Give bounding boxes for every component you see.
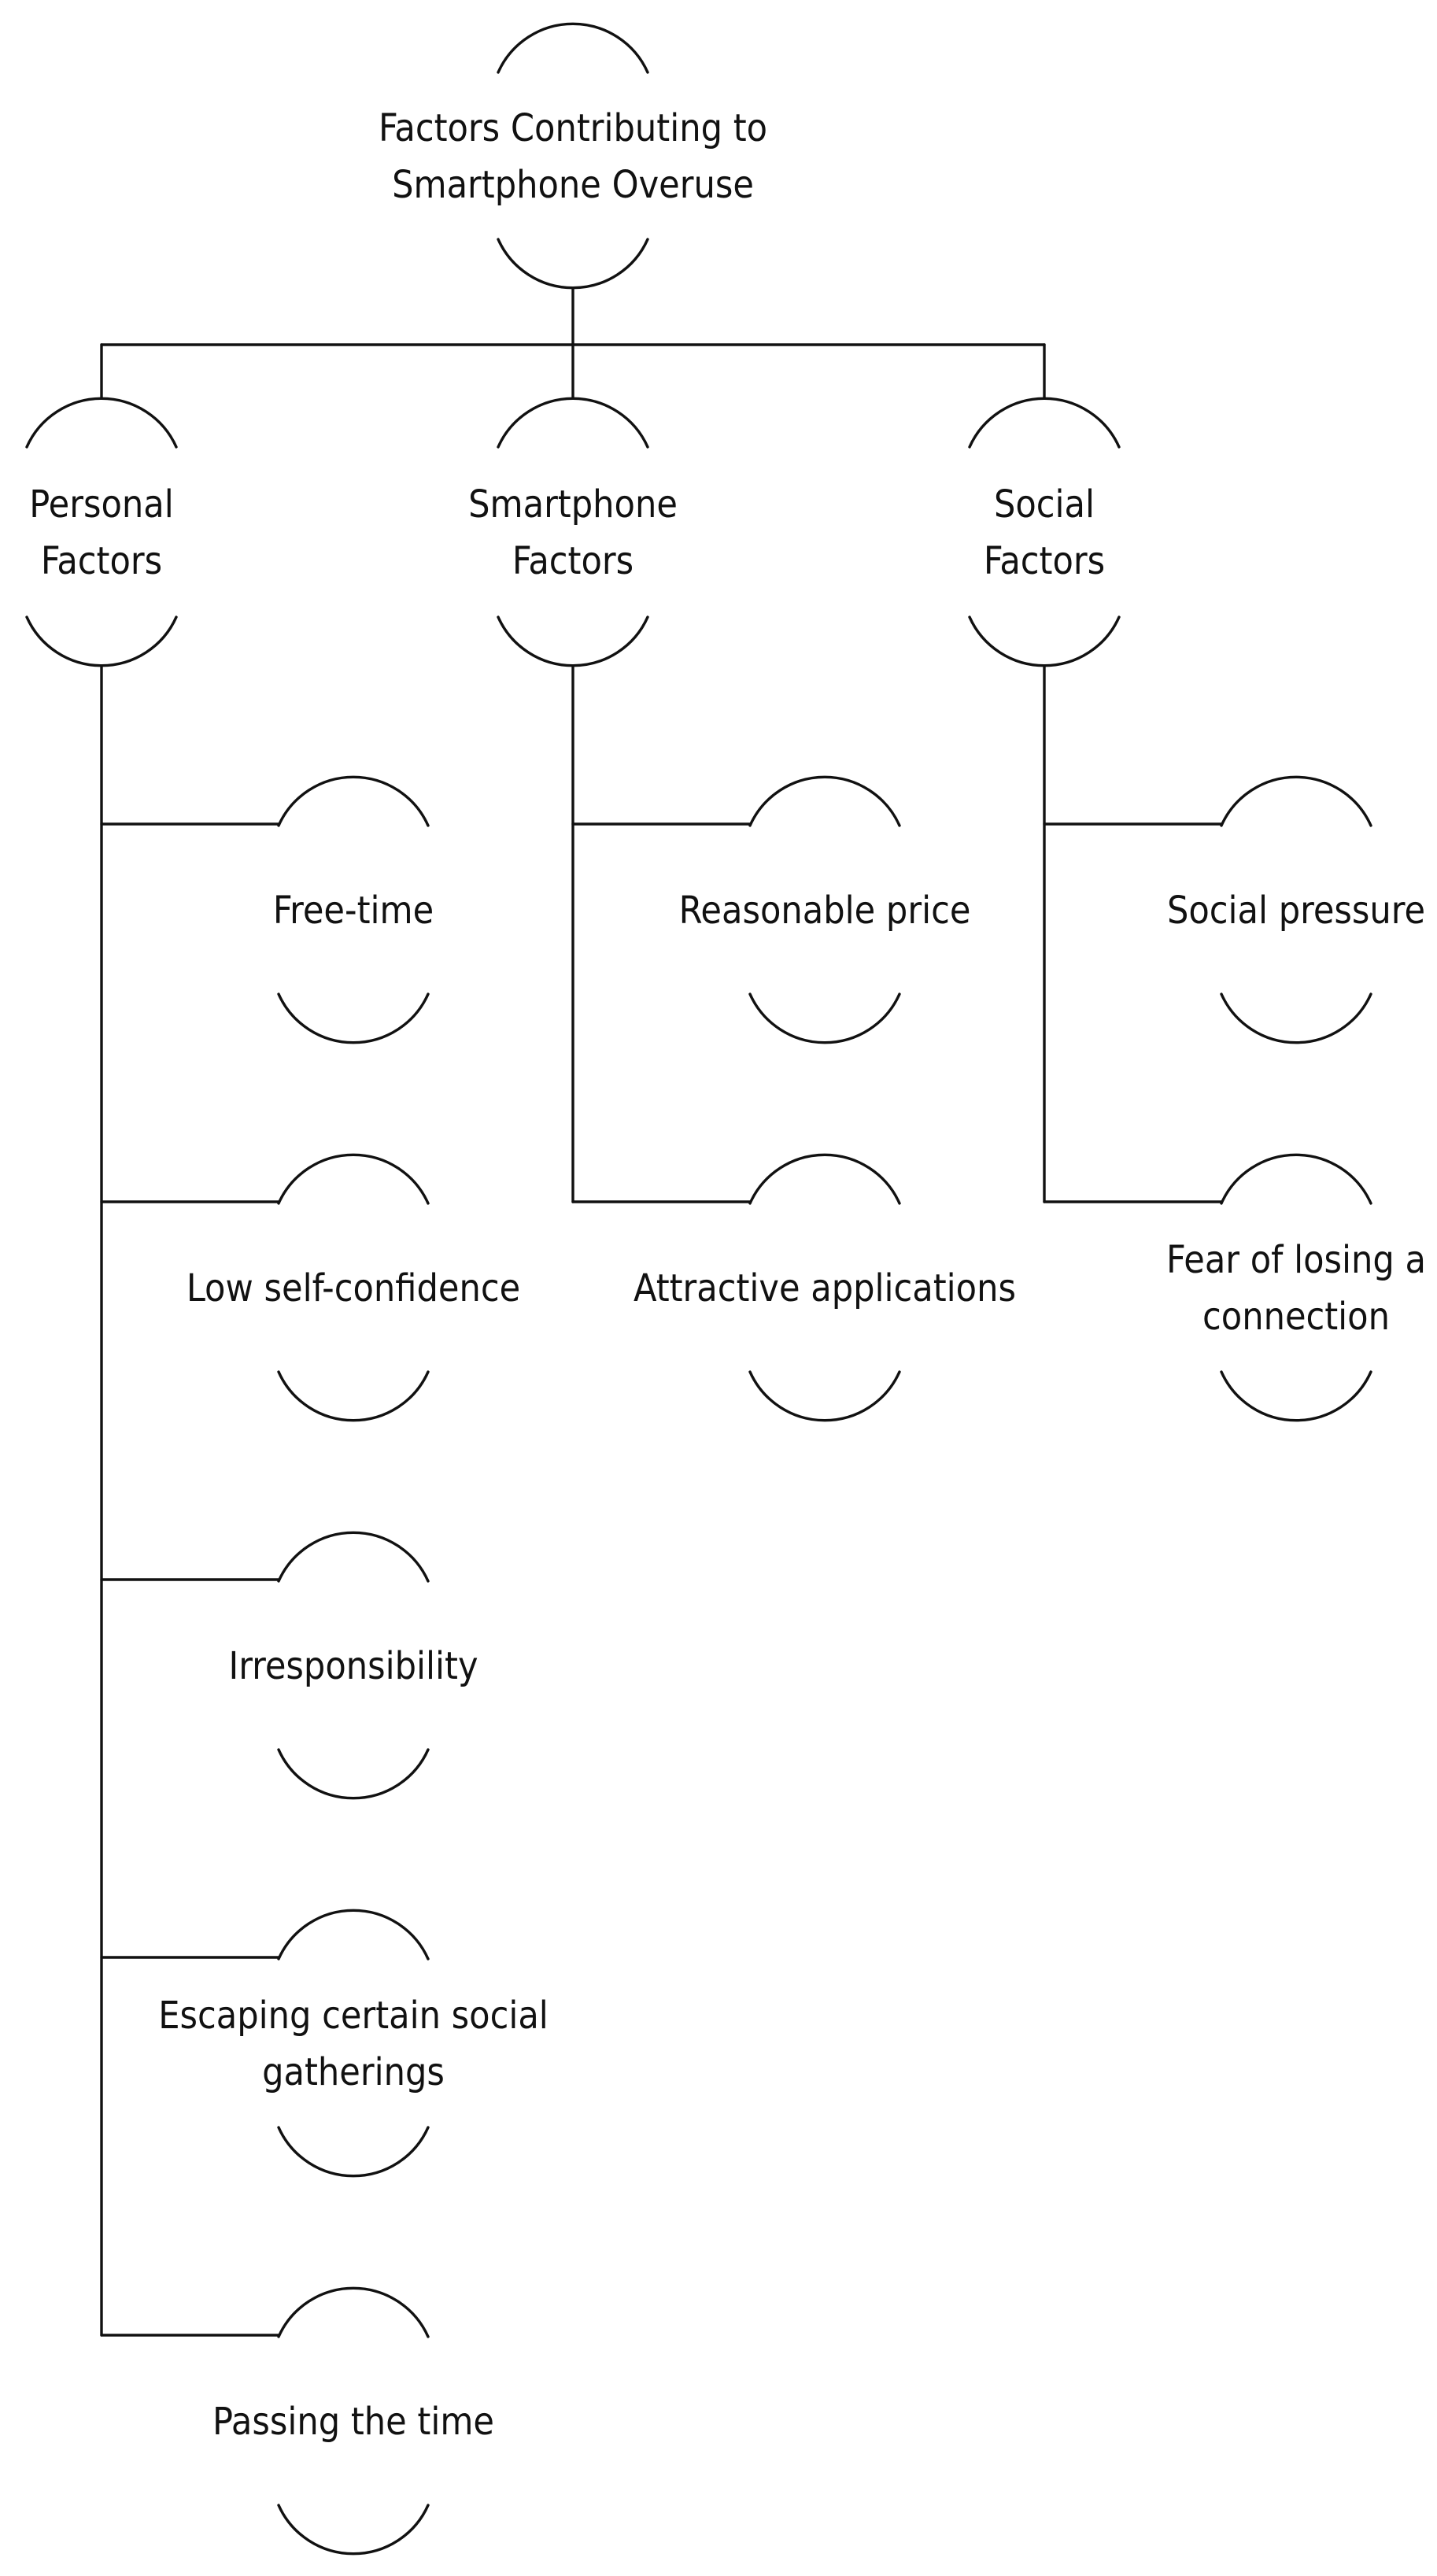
node-label-line: Free-time: [273, 889, 434, 933]
node-label-line: Passing the time: [212, 2400, 494, 2444]
child-node-social-0: Social pressure: [1167, 775, 1425, 1044]
node-label-line: Escaping certain social: [158, 1994, 549, 2038]
node-top-arc: [1220, 775, 1372, 827]
child-node-personal-0: Free-time: [273, 775, 434, 1044]
root-node: Factors Contributing to Smartphone Overus…: [379, 22, 767, 290]
node-top-arc: [25, 397, 178, 449]
node-label-line: Fear of losing a: [1166, 1238, 1426, 1282]
node-label-line: Factors: [512, 539, 634, 583]
node-label-line: Irresponsibility: [229, 1644, 478, 1688]
node-top-arc: [748, 775, 901, 827]
node-label-line: connection: [1202, 1295, 1390, 1339]
node-label-line: Low self-confidence: [187, 1266, 520, 1310]
node-bottom-arc: [277, 992, 430, 1044]
child-node-smartphone-0: Reasonable price: [679, 775, 971, 1044]
node-label-line: Attractive applications: [634, 1266, 1016, 1310]
nodes: Factors Contributing to Smartphone Overus…: [25, 22, 1426, 2556]
node-top-arc: [277, 1153, 430, 1205]
node-label-line: gatherings: [262, 2050, 445, 2094]
child-node-social-1: Fear of losing a connection: [1166, 1153, 1426, 1422]
node-top-arc: [497, 397, 649, 449]
node-bottom-arc: [277, 1370, 430, 1422]
node-label-line: Social: [994, 482, 1095, 527]
node-bottom-arc: [1220, 1370, 1372, 1422]
node-top-arc: [277, 1909, 430, 1961]
node-top-arc: [277, 1531, 430, 1583]
child-node-personal-1: Low self-confidence: [187, 1153, 520, 1422]
node-top-arc: [277, 775, 430, 827]
node-bottom-arc: [277, 2504, 430, 2556]
connectors: [100, 286, 1223, 2337]
node-label-line: Factors Contributing to: [379, 106, 767, 150]
node-bottom-arc: [277, 1748, 430, 1800]
node-label-line: Smartphone Overuse: [392, 163, 754, 207]
node-top-arc: [277, 2286, 430, 2338]
node-top-arc: [1220, 1153, 1372, 1205]
child-node-personal-4: Passing the time: [212, 2286, 494, 2556]
node-bottom-arc: [497, 238, 649, 290]
node-bottom-arc: [277, 2126, 430, 2178]
node-top-arc: [968, 397, 1121, 449]
node-top-arc: [748, 1153, 901, 1205]
node-bottom-arc: [1220, 992, 1372, 1044]
node-bottom-arc: [748, 1370, 901, 1422]
child-node-personal-2: Irresponsibility: [229, 1531, 478, 1800]
node-bottom-arc: [968, 615, 1121, 667]
node-label-line: Social pressure: [1167, 889, 1425, 933]
child-node-personal-3: Escaping certain social gatherings: [158, 1909, 549, 2178]
node-label-line: Smartphone: [468, 482, 678, 527]
node-label-line: Factors: [41, 539, 162, 583]
node-bottom-arc: [497, 615, 649, 667]
node-top-arc: [497, 22, 649, 74]
node-label-line: Reasonable price: [679, 889, 971, 933]
node-label-line: Personal: [29, 482, 173, 527]
node-bottom-arc: [748, 992, 901, 1044]
node-label-line: Factors: [984, 539, 1105, 583]
node-bottom-arc: [25, 615, 178, 667]
child-node-smartphone-1: Attractive applications: [634, 1153, 1016, 1422]
